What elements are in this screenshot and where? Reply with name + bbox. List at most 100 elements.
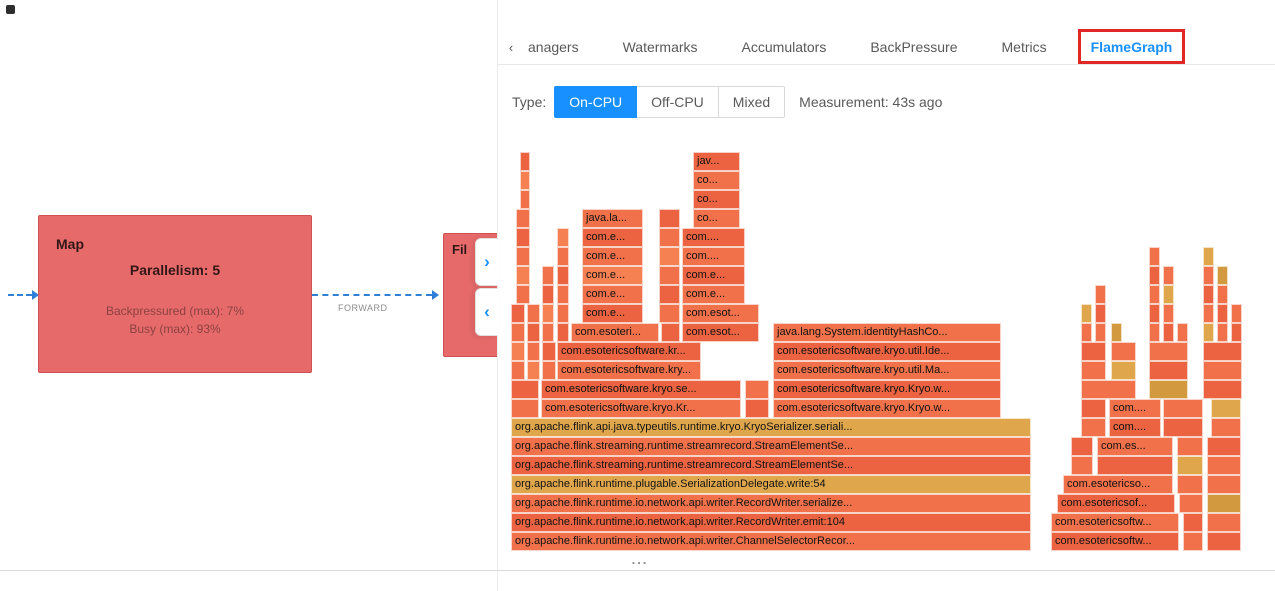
type-option-off-cpu[interactable]: Off-CPU xyxy=(636,86,719,118)
flame-cell[interactable] xyxy=(542,323,554,342)
flame-cell[interactable]: com.esotericsoftware.kr... xyxy=(557,342,701,361)
flame-cell[interactable] xyxy=(557,247,569,266)
flame-cell[interactable]: org.apache.flink.runtime.io.network.api.… xyxy=(511,532,1031,551)
flame-cell[interactable] xyxy=(1183,513,1203,532)
flame-cell[interactable]: jav... xyxy=(693,152,740,171)
flame-cell[interactable] xyxy=(659,228,680,247)
tab-scroll-left-icon[interactable]: ‹ xyxy=(508,39,514,55)
flame-cell[interactable]: com.esotericsoftware.kryo.util.Ide... xyxy=(773,342,1001,361)
flame-cell[interactable]: com.e... xyxy=(582,228,643,247)
flame-cell[interactable] xyxy=(1203,285,1214,304)
flame-cell[interactable] xyxy=(1177,437,1203,456)
flame-cell[interactable] xyxy=(1071,456,1093,475)
flame-cell[interactable] xyxy=(1207,513,1241,532)
flame-cell[interactable] xyxy=(520,152,530,171)
flame-cell[interactable]: com.... xyxy=(682,247,745,266)
tab-accumulators[interactable]: Accumulators xyxy=(741,39,827,55)
flame-cell[interactable] xyxy=(511,323,525,342)
tab-watermarks[interactable]: Watermarks xyxy=(622,39,698,55)
drawer-resize-handle[interactable]: ... xyxy=(631,552,649,567)
flame-cell[interactable]: co... xyxy=(693,209,740,228)
flame-cell[interactable] xyxy=(516,228,530,247)
flame-cell[interactable] xyxy=(1211,399,1241,418)
flame-cell[interactable] xyxy=(1203,342,1242,361)
flame-cell[interactable]: com.e... xyxy=(682,285,745,304)
flame-cell[interactable] xyxy=(1177,456,1203,475)
flame-cell[interactable] xyxy=(511,399,539,418)
flame-cell[interactable] xyxy=(542,266,554,285)
flame-cell[interactable] xyxy=(661,323,680,342)
flame-cell[interactable] xyxy=(1081,418,1106,437)
flame-cell[interactable] xyxy=(1211,418,1241,437)
flame-cell[interactable]: com.esotericso... xyxy=(1063,475,1173,494)
flame-cell[interactable] xyxy=(1149,247,1160,266)
flame-cell[interactable] xyxy=(1207,532,1241,551)
flame-cell[interactable] xyxy=(1177,475,1203,494)
flame-cell[interactable]: co... xyxy=(693,190,740,209)
flame-cell[interactable] xyxy=(557,266,569,285)
flame-cell[interactable] xyxy=(1203,323,1214,342)
flame-cell[interactable]: com.e... xyxy=(582,304,643,323)
flame-cell[interactable] xyxy=(527,323,540,342)
flame-cell[interactable] xyxy=(1149,361,1188,380)
flame-cell[interactable] xyxy=(1179,494,1203,513)
flame-cell[interactable] xyxy=(1095,323,1106,342)
flame-cell[interactable] xyxy=(1163,323,1174,342)
flame-cell[interactable] xyxy=(659,209,680,228)
flame-cell[interactable]: com.e... xyxy=(582,285,643,304)
flame-cell[interactable] xyxy=(1149,323,1160,342)
flame-cell[interactable] xyxy=(1081,380,1136,399)
tab-flamegraph[interactable]: FlameGraph xyxy=(1077,29,1186,64)
flame-cell[interactable]: com.e... xyxy=(682,266,745,285)
flame-cell[interactable] xyxy=(1111,323,1122,342)
flame-cell[interactable] xyxy=(1203,266,1214,285)
flame-cell[interactable] xyxy=(1149,342,1188,361)
flame-cell[interactable] xyxy=(1095,285,1106,304)
flame-cell[interactable]: org.apache.flink.api.java.typeutils.runt… xyxy=(511,418,1031,437)
flame-cell[interactable] xyxy=(1203,380,1242,399)
flame-cell[interactable] xyxy=(745,380,769,399)
flame-cell[interactable]: com.esotericsoftware.kryo.Kr... xyxy=(541,399,741,418)
flame-cell[interactable] xyxy=(1203,361,1242,380)
flame-cell[interactable] xyxy=(1203,247,1214,266)
flame-cell[interactable] xyxy=(1217,323,1228,342)
flame-cell[interactable] xyxy=(520,171,530,190)
flame-cell[interactable] xyxy=(557,304,569,323)
flame-cell[interactable] xyxy=(557,285,569,304)
flame-cell[interactable]: com.esotericsoftw... xyxy=(1051,532,1179,551)
flame-cell[interactable]: com.es... xyxy=(1097,437,1173,456)
flame-cell[interactable]: com.esotericsoftware.kryo.Kryo.w... xyxy=(773,399,1001,418)
flame-cell[interactable] xyxy=(1231,304,1242,323)
flame-cell[interactable] xyxy=(1097,456,1173,475)
flame-cell[interactable] xyxy=(1081,361,1106,380)
drawer-expand-button[interactable]: › xyxy=(475,238,498,286)
flame-cell[interactable] xyxy=(1231,323,1242,342)
flame-cell[interactable] xyxy=(1163,399,1203,418)
flame-cell[interactable]: com.esotericsoftware.kryo.Kryo.w... xyxy=(773,380,1001,399)
flame-cell[interactable] xyxy=(527,342,540,361)
type-option-mixed[interactable]: Mixed xyxy=(717,86,786,118)
flame-cell[interactable]: com.esotericsoftw... xyxy=(1051,513,1179,532)
flame-cell[interactable] xyxy=(1111,342,1136,361)
flame-cell[interactable] xyxy=(1149,304,1160,323)
flame-cell[interactable]: org.apache.flink.runtime.plugable.Serial… xyxy=(511,475,1031,494)
flame-cell[interactable] xyxy=(1203,304,1214,323)
flame-cell[interactable] xyxy=(1095,304,1106,323)
flame-cell[interactable] xyxy=(1081,399,1106,418)
flame-cell[interactable]: com.esotericsoftware.kryo.util.Ma... xyxy=(773,361,1001,380)
flame-cell[interactable]: org.apache.flink.streaming.runtime.strea… xyxy=(511,456,1031,475)
flame-cell[interactable] xyxy=(542,361,556,380)
tab-metrics[interactable]: Metrics xyxy=(1001,39,1047,55)
flame-cell[interactable]: com.e... xyxy=(582,247,643,266)
flame-cell[interactable] xyxy=(511,361,525,380)
flame-cell[interactable] xyxy=(1177,323,1188,342)
flame-cell[interactable] xyxy=(542,285,554,304)
flame-cell[interactable] xyxy=(745,399,769,418)
flame-cell[interactable]: com.e... xyxy=(582,266,643,285)
flame-cell[interactable]: com.esotericsoftware.kryo.se... xyxy=(541,380,741,399)
flame-cell[interactable] xyxy=(516,247,530,266)
flame-cell[interactable] xyxy=(527,361,540,380)
flame-cell[interactable] xyxy=(557,323,569,342)
flame-cell[interactable]: com.esot... xyxy=(682,323,759,342)
flame-cell[interactable] xyxy=(511,304,525,323)
